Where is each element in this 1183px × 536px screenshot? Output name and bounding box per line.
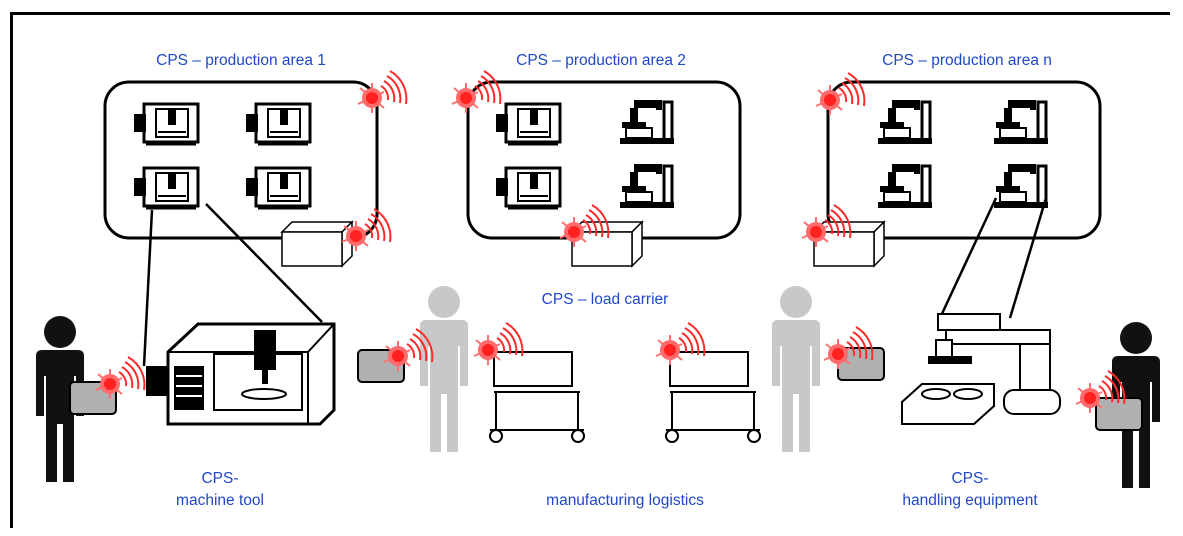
storage-box-icon — [281, 221, 353, 267]
cnc-machine-icon — [494, 102, 562, 146]
area-2-title: CPS – production area 2 — [516, 52, 686, 69]
robot-arm-icon — [992, 162, 1050, 210]
sensor-icon — [357, 70, 408, 114]
robot-arm-icon — [992, 98, 1050, 146]
cnc-machine-icon — [132, 166, 200, 210]
production-area-n-box — [826, 80, 1102, 240]
cnc-machine-icon — [494, 166, 562, 210]
robot-arm-icon — [618, 98, 676, 146]
connector-line — [205, 203, 323, 323]
cnc-machine-icon — [244, 102, 312, 146]
sensor-icon — [815, 72, 866, 116]
area-n-title: CPS – production area n — [882, 52, 1052, 69]
cnc-machine-icon — [132, 102, 200, 146]
connector-line — [938, 197, 998, 319]
robot-arm-icon — [876, 98, 934, 146]
connector-line — [142, 209, 154, 367]
handling-label-line2: handling equipment — [902, 492, 1038, 509]
area-1-title: CPS – production area 1 — [156, 52, 326, 69]
machine-tool-illustration — [146, 322, 336, 426]
machine-tool-label-line1: CPS- — [201, 470, 239, 487]
person-icon — [772, 286, 820, 452]
robot-arm-icon — [876, 162, 934, 210]
diagram-frame — [10, 12, 1170, 528]
person-icon — [420, 286, 468, 452]
sensor-icon — [451, 70, 502, 114]
connector-line — [1008, 197, 1048, 319]
cnc-machine-icon — [244, 166, 312, 210]
robot-arm-icon — [618, 162, 676, 210]
load-carrier-label: CPS – load carrier — [541, 291, 669, 308]
machine-tool-label-line2: machine tool — [176, 492, 264, 509]
handling-equipment-illustration — [901, 313, 1061, 425]
manufacturing-logistics-label: manufacturing logistics — [546, 492, 704, 509]
handling-label-line1: CPS- — [951, 470, 989, 487]
cart-icon — [665, 351, 761, 443]
cart-icon — [489, 351, 585, 443]
